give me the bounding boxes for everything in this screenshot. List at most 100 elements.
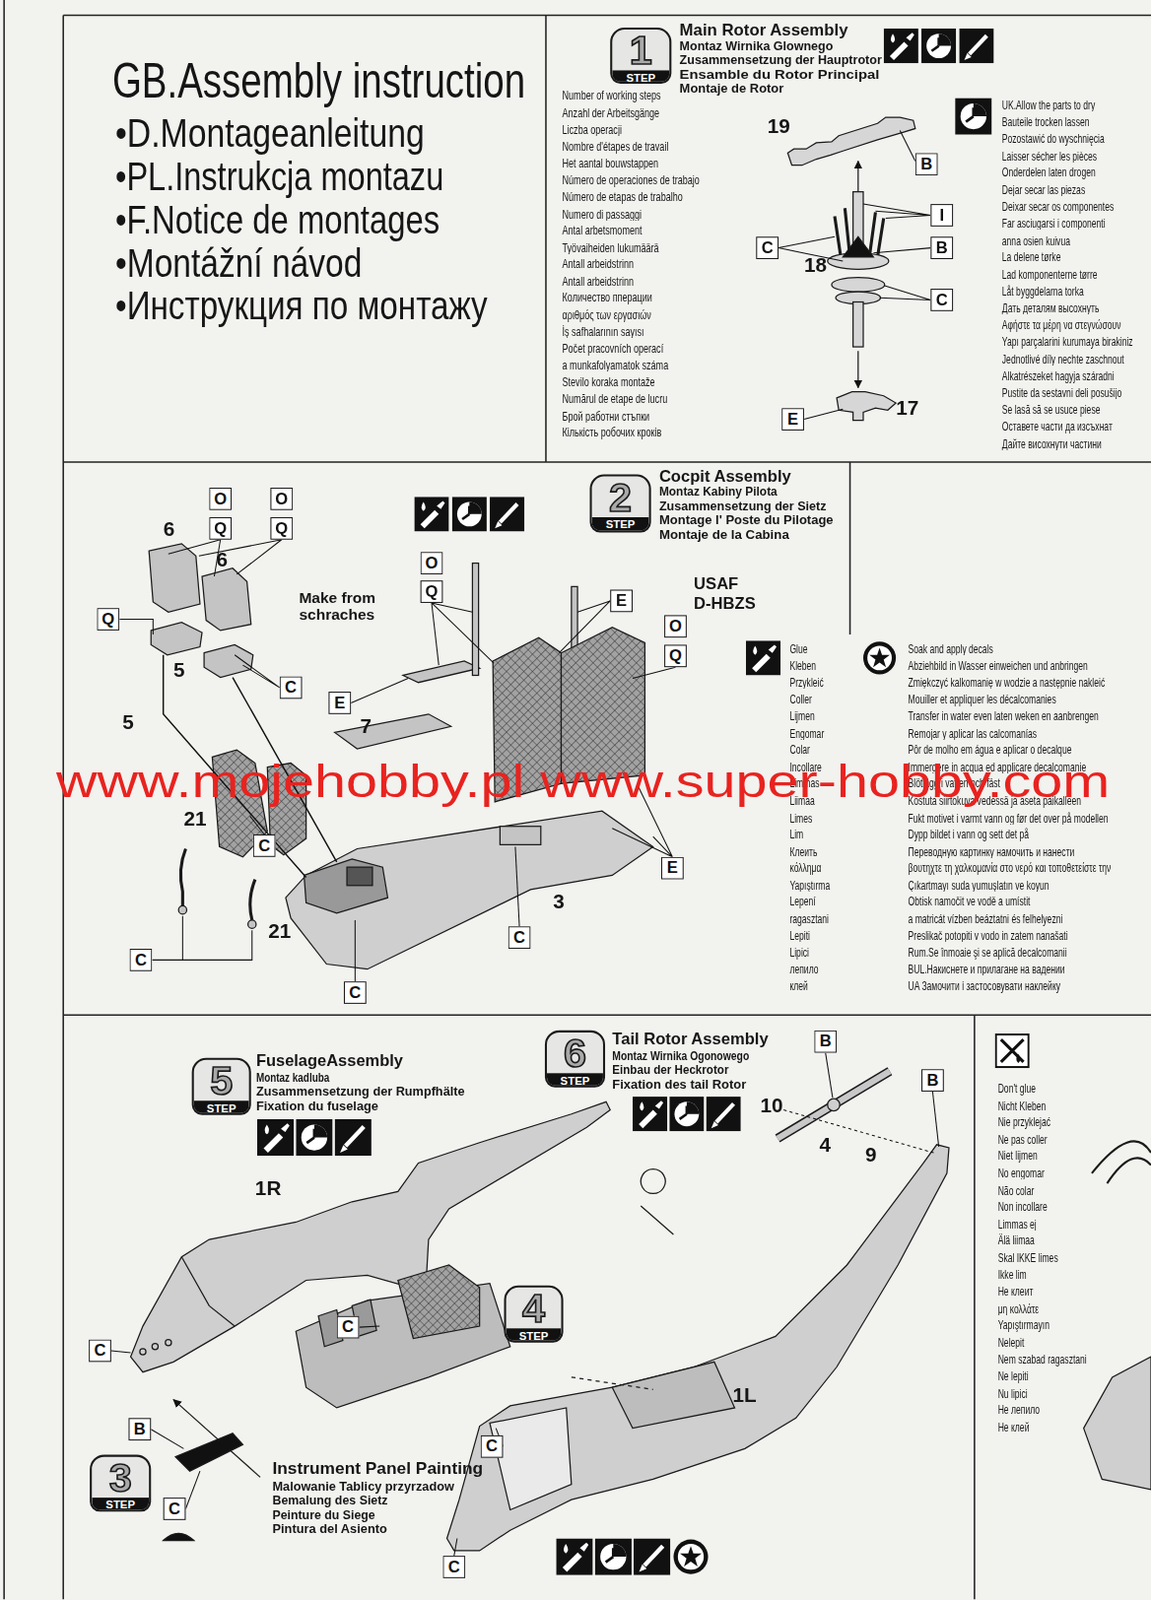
part-number: 21 [268, 920, 291, 942]
part-letter-box: C [337, 1316, 360, 1340]
language-list-item: Lipici [789, 947, 810, 960]
language-list-item: Non incollare [998, 1202, 1048, 1215]
language-list-item: Дайте висохнути частини [1002, 438, 1102, 451]
step-icons [669, 1096, 704, 1132]
part-letter-box: C [88, 1340, 112, 1363]
step-title: Ensamble du Rotor Principal [679, 67, 881, 81]
language-list-item: Lepiti [789, 931, 811, 944]
language-list-item: Número de etapas de trabalho [562, 192, 683, 204]
language-list-item: No engomar [998, 1168, 1045, 1181]
language-list-item: Ne lepiti [998, 1371, 1029, 1384]
language-list-item: Don't glue [998, 1083, 1036, 1096]
step-word: STEP [194, 1100, 250, 1115]
step-word: STEP [592, 517, 650, 532]
part-letter-box: B [921, 1069, 945, 1092]
leader-lines [358, 1326, 380, 1328]
part-number: 1L [732, 1384, 756, 1406]
watermark: www.mojehobby.pl www.super-hobby.com [56, 758, 1110, 805]
leader-lines [250, 815, 265, 835]
box-letter: C [348, 984, 361, 1002]
language-list-item: Coller [789, 694, 812, 707]
box-letter: Q [101, 610, 115, 628]
box-letter: C [761, 239, 774, 257]
step-icons [883, 28, 919, 64]
part-letter-box: B [915, 152, 939, 176]
fuselage-parts [1083, 1356, 1151, 1490]
box-letter: C [168, 1500, 181, 1518]
language-list-item: Engomar [789, 728, 824, 741]
step-badge: 4STEP [504, 1286, 564, 1344]
leader-lines [431, 603, 494, 666]
box-letter: C [135, 951, 147, 969]
language-list-item: La delene tørke [1002, 252, 1062, 265]
page-frame [544, 15, 547, 464]
step-title: FuselageAssembly [256, 1053, 404, 1071]
language-list-item: Lim [789, 829, 804, 842]
part-letter-box: B [930, 236, 953, 260]
language-list-item: Fukt motivet i varmt vann og før det ove… [908, 812, 1109, 825]
box-letter: O [213, 490, 227, 508]
language-list-item: Kleben [789, 661, 816, 674]
fuselage-parts [318, 1299, 377, 1348]
language-list-item: Lepení [789, 896, 815, 909]
step-icons [996, 1034, 1029, 1068]
step-icons [413, 496, 449, 532]
part-letter-box: E [609, 589, 633, 612]
language-list-item: Transfer in water even laten weken en aa… [908, 711, 1099, 724]
part-number: 18 [804, 255, 827, 276]
leader-lines [119, 619, 153, 636]
language-list-item: Αφήστε τα μέρη να στεγνώσουν [1002, 320, 1122, 333]
language-list-item: anna osien kuivua [1002, 235, 1071, 248]
language-list-item: a matricát vízben beáztatni és felhelyez… [908, 914, 1064, 927]
box-letter: 1 [611, 29, 670, 70]
part-letter-box: C [253, 834, 276, 858]
box-letter: C [485, 1438, 498, 1456]
language-list-item: Anzahl der Arbeitsgänge [562, 107, 661, 120]
leader-lines [804, 408, 843, 419]
box-letter: C [258, 837, 271, 855]
part-letter-box: Q [96, 608, 120, 631]
language-list-item: UA Замочити і застосовувати наклейку [908, 981, 1061, 994]
step-icons [954, 97, 992, 135]
part-number: 6 [216, 548, 229, 570]
part-number: 5 [173, 659, 186, 680]
part-letter-box: O [270, 487, 293, 511]
language-list-item: Yapı parçalarini kurumaya birakiniz [1002, 337, 1134, 349]
step-badge: 2STEP [589, 473, 651, 533]
language-list-item: Pôr de molho em água e aplicar o decalqu… [908, 744, 1073, 757]
language-list-item: Dejar secar las piezas [1002, 184, 1085, 197]
language-list-item: BUL.Накиснете и прилагане на вадении [908, 964, 1066, 977]
language-list-item: Limes [789, 812, 813, 825]
part-letter-box: Q [270, 517, 293, 541]
fuselage-parts [163, 1533, 195, 1541]
part-letter-box: O [208, 487, 232, 511]
language-list-item: Yapıştırmayın [998, 1320, 1050, 1333]
language-list-item: Älä liimaa [998, 1235, 1035, 1248]
language-list-item: Çıkartmayı suda yumuşlatın ve koyun [908, 880, 1050, 892]
language-list-item: Limmas ej [998, 1218, 1037, 1231]
step-title: Montaz Wirnika Glownego [679, 39, 834, 53]
box-letter: 3 [91, 1457, 149, 1498]
heading-line: •F.Notice de montages [115, 199, 440, 240]
step-title: Tail Rotor Assembly [611, 1031, 768, 1049]
leader-lines [783, 1110, 934, 1153]
language-list-item: Abziehbild in Wasser einweichen und anbr… [908, 661, 1088, 674]
language-list-item: μη κολλάτε [998, 1303, 1039, 1316]
leader-lines [151, 916, 252, 961]
cockpit-parts [202, 568, 252, 631]
heading-line: •PL.Instrukcja montazu [115, 154, 444, 196]
part-number: 21 [183, 808, 206, 829]
page-title: GB.Assembly instruction [112, 57, 526, 107]
cockpit-parts [304, 859, 389, 914]
part-letter-box: O [420, 551, 444, 575]
language-list-item: Не клеит [998, 1286, 1034, 1299]
box-letter: C [341, 1319, 354, 1337]
leader-lines [354, 920, 356, 982]
language-list-item: Клеить [789, 846, 817, 859]
box-letter: 5 [194, 1060, 250, 1101]
language-list-item: Onderdelen laten drogen [1002, 167, 1096, 180]
step-title: Zusammensetzung der Rumpfhälte [256, 1085, 466, 1099]
step-title: Zusammensetzung der Sietz [659, 499, 827, 513]
fuselage-parts [181, 1257, 235, 1327]
step-word: STEP [506, 1328, 562, 1343]
